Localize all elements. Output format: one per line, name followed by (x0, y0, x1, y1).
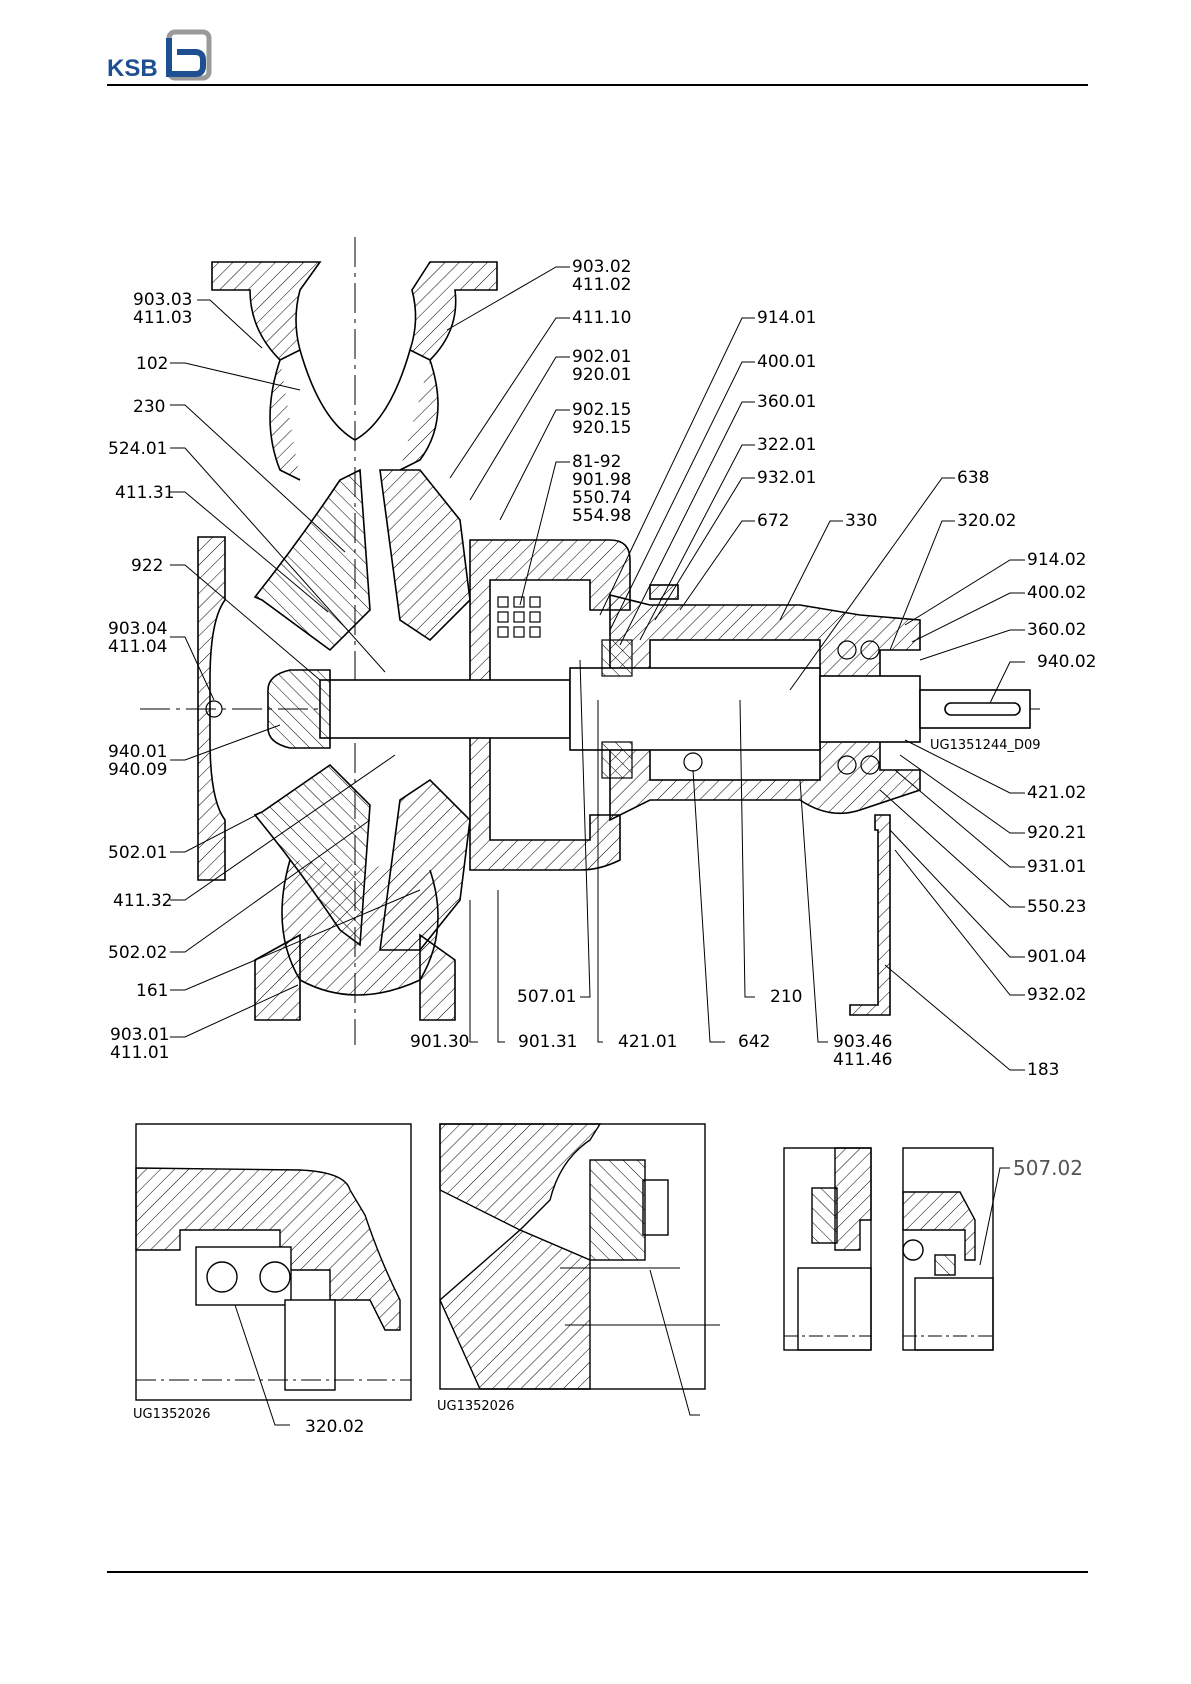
label-r13: 638 (957, 468, 989, 488)
label-r5b: 901.98 (572, 470, 631, 490)
drawing-code-main: UG1351244_D09 (930, 738, 1041, 753)
label-r5c: 550.74 (572, 488, 631, 508)
label-l10: 411.32 (113, 891, 172, 911)
label-l13b: 411.01 (110, 1043, 169, 1063)
label-r17: 360.02 (1027, 620, 1086, 640)
label-r18: 940.02 (1037, 652, 1096, 672)
ksb-logo: KSB (107, 28, 227, 84)
label-r19: 421.02 (1027, 783, 1086, 803)
label-b2: 421.01 (618, 1032, 677, 1052)
label-r4b: 920.15 (572, 418, 631, 438)
leader-lines (170, 266, 1025, 1071)
label-l7a: 903.04 (108, 619, 167, 639)
label-r11: 672 (757, 511, 789, 531)
label-r16: 400.02 (1027, 583, 1086, 603)
label-l4: 524.01 (108, 439, 167, 459)
drawing-code-detail-1: UG1352026 (133, 1407, 211, 1422)
part-labels: 903.03 411.03 102 230 524.01 411.31 922 … (108, 257, 1096, 1080)
label-r8: 360.01 (757, 392, 816, 412)
detail-view-seal-a (783, 1147, 872, 1351)
label-r21: 931.01 (1027, 857, 1086, 877)
label-l5: 411.31 (115, 483, 174, 503)
label-r3a: 902.01 (572, 347, 631, 367)
label-l1b: 411.03 (133, 308, 192, 328)
footer-rule (107, 1571, 1088, 1573)
label-r5d: 554.98 (572, 506, 631, 526)
drawing-code-detail-2: UG1352026 (437, 1399, 515, 1414)
label-r15: 914.02 (1027, 550, 1086, 570)
label-r23: 901.04 (1027, 947, 1086, 967)
label-r3b: 920.01 (572, 365, 631, 385)
detail-label-bearing: 320.02 (305, 1417, 364, 1437)
detail-view-bearing (135, 1123, 412, 1426)
label-r9: 322.01 (757, 435, 816, 455)
label-b5a: 903.46 (833, 1032, 892, 1052)
header-rule (107, 84, 1088, 86)
detail-label-seal: 507.02 (1013, 1156, 1083, 1180)
label-r10: 932.01 (757, 468, 816, 488)
label-r12: 330 (845, 511, 877, 531)
detail-view-casing-cover (439, 1123, 720, 1416)
label-r25: 183 (1027, 1060, 1059, 1080)
label-l11: 502.02 (108, 943, 167, 963)
label-l12: 161 (136, 981, 168, 1001)
label-r4a: 902.15 (572, 400, 631, 420)
label-r24: 932.02 (1027, 985, 1086, 1005)
label-l13a: 903.01 (110, 1025, 169, 1045)
label-r1b: 411.02 (572, 275, 631, 295)
label-l7b: 411.04 (108, 637, 167, 657)
label-b7: 901.31 (518, 1032, 577, 1052)
label-l6: 922 (131, 556, 163, 576)
label-r7: 400.01 (757, 352, 816, 372)
label-l8b: 940.09 (108, 760, 167, 780)
label-b1: 507.01 (517, 987, 576, 1007)
label-r22: 550.23 (1027, 897, 1086, 917)
label-r2: 411.10 (572, 308, 631, 328)
label-l2: 102 (136, 354, 168, 374)
label-b3: 642 (738, 1032, 770, 1052)
label-r14: 320.02 (957, 511, 1016, 531)
label-r5a: 81-92 (572, 452, 621, 472)
label-l9: 502.01 (108, 843, 167, 863)
label-b4: 210 (770, 987, 802, 1007)
label-r1a: 903.02 (572, 257, 631, 277)
label-r20: 920.21 (1027, 823, 1086, 843)
detail-view-seal-b (902, 1147, 1010, 1351)
label-r6: 914.01 (757, 308, 816, 328)
label-b5b: 411.46 (833, 1050, 892, 1070)
pump-assembly (140, 237, 1040, 1045)
label-l1a: 903.03 (133, 290, 192, 310)
ksb-logo-text: KSB (107, 55, 158, 82)
label-l8a: 940.01 (108, 742, 167, 762)
label-b6: 901.30 (410, 1032, 469, 1052)
label-l3: 230 (133, 397, 165, 417)
